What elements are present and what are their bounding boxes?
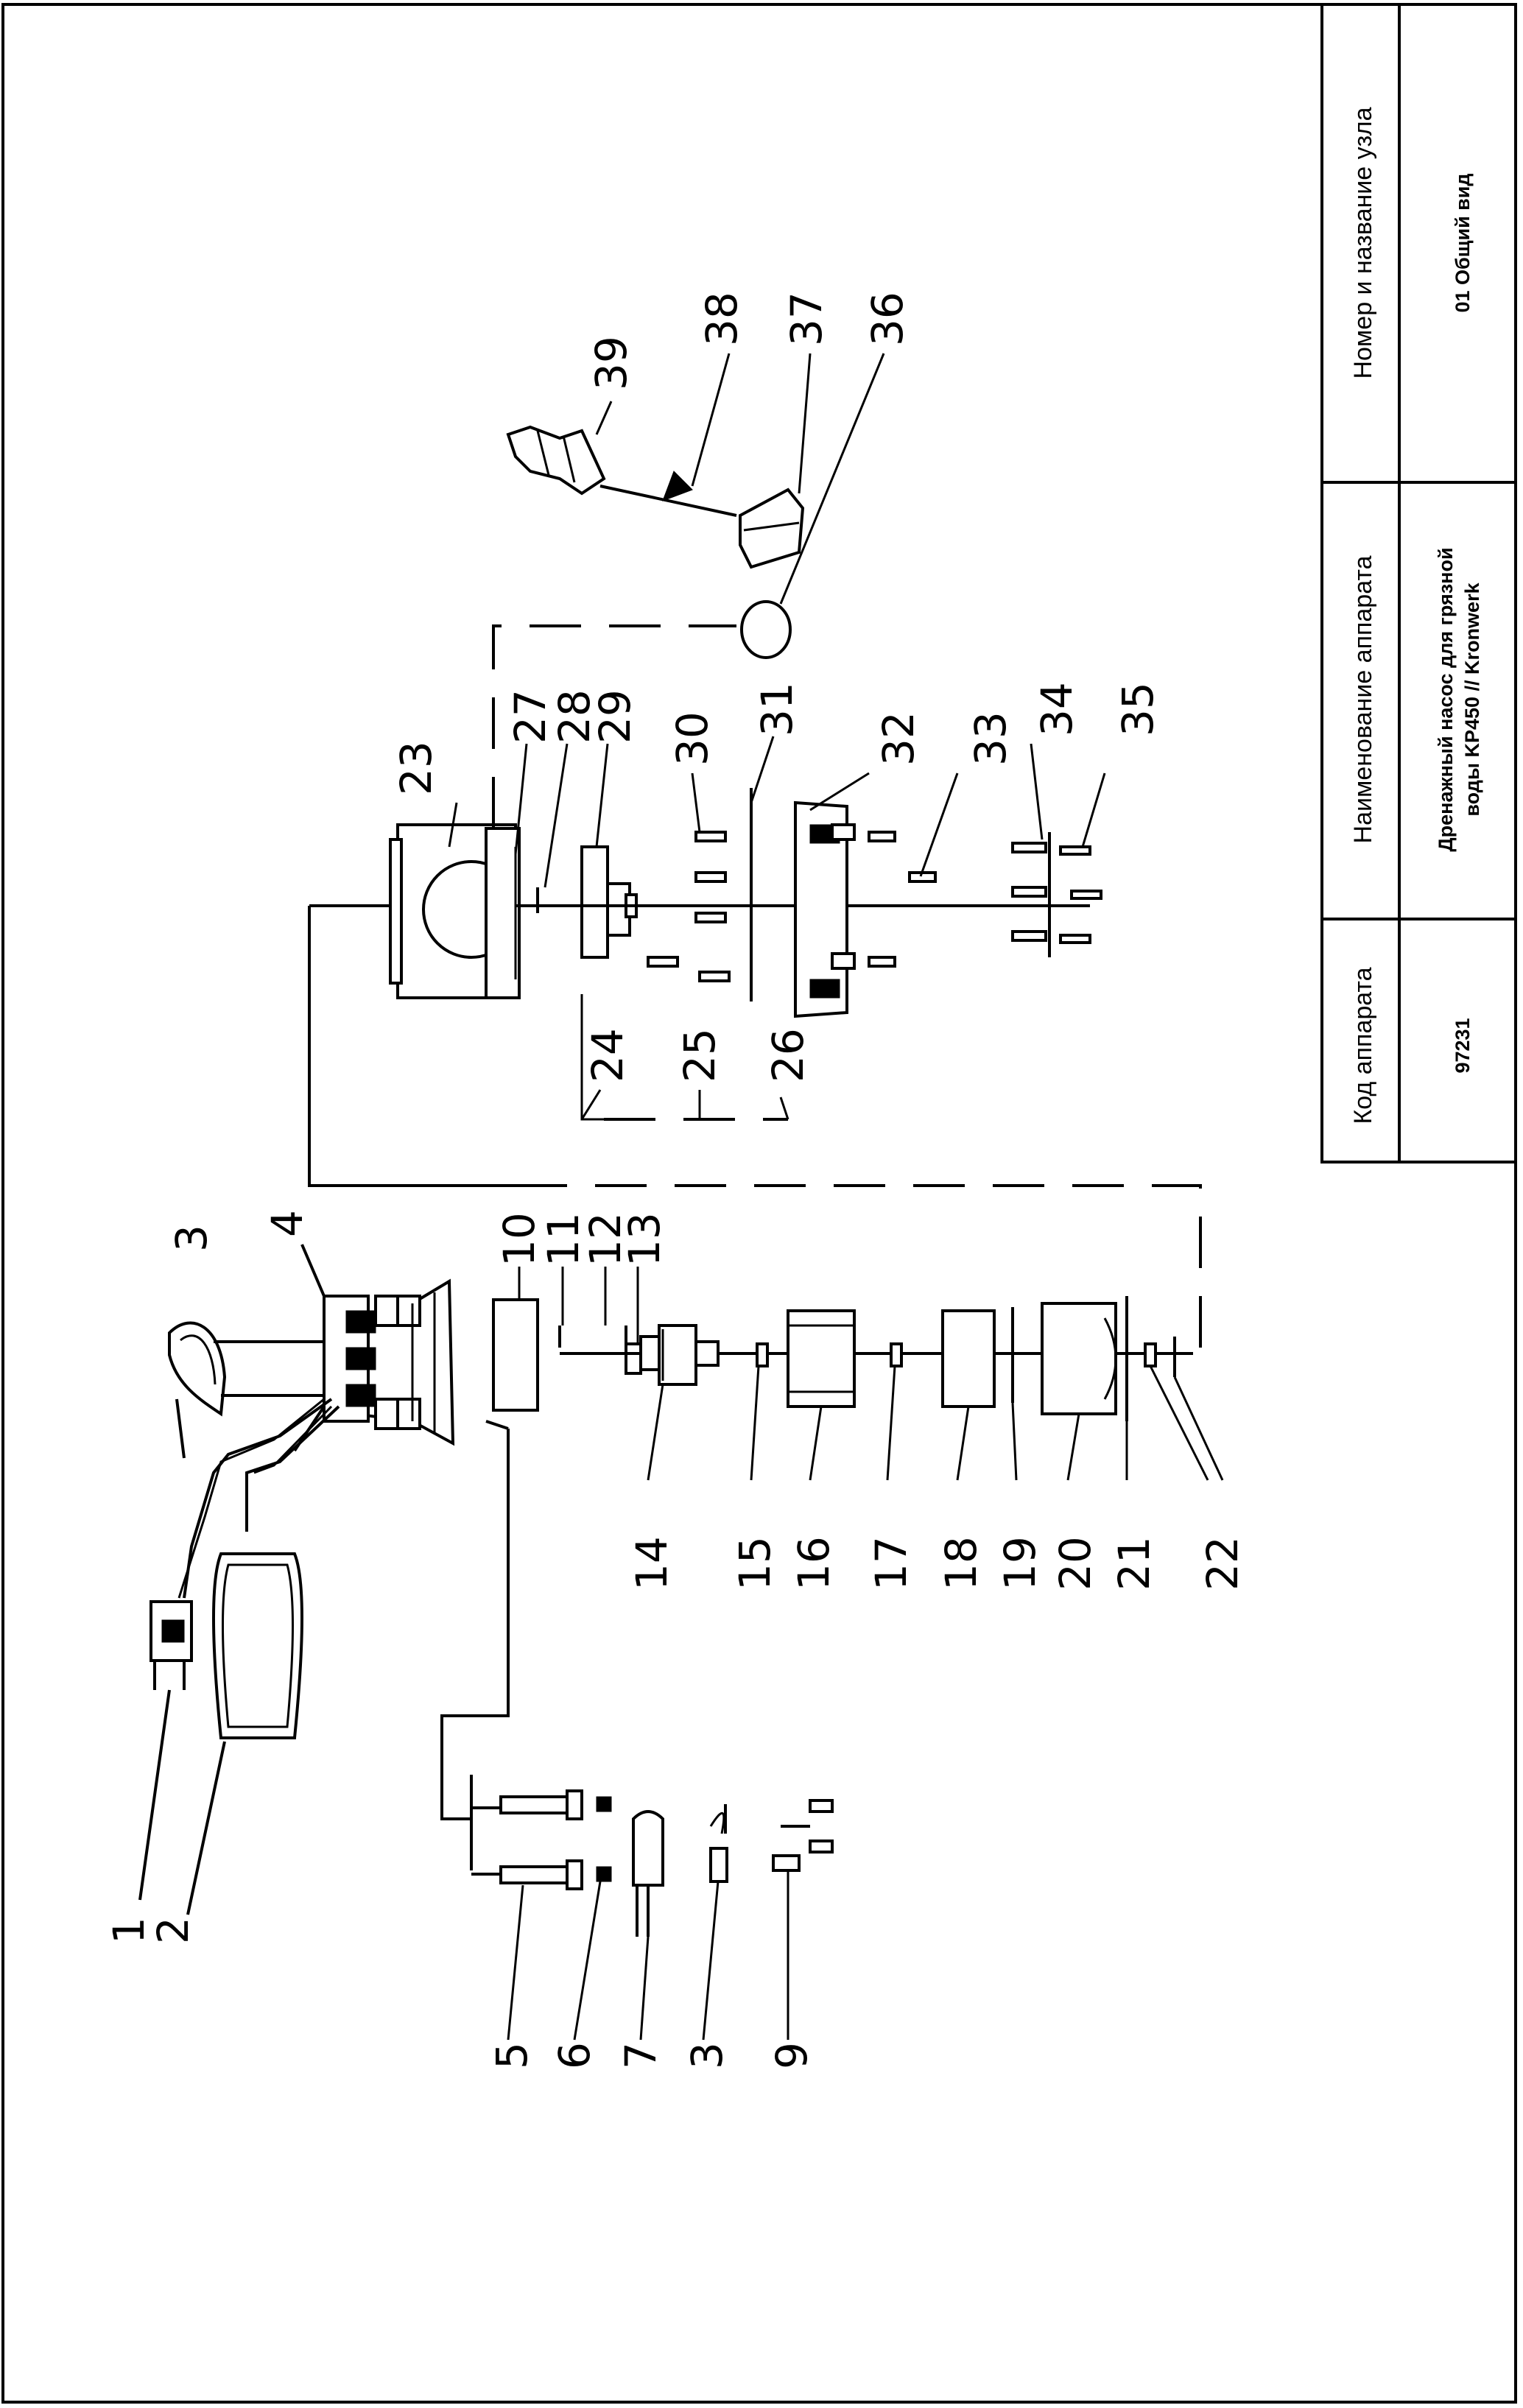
outlet-assembly: [492, 353, 885, 828]
chamber-part-20: [1041, 1302, 1117, 1415]
impeller-part-28: [580, 845, 631, 959]
callout-22: 22: [1197, 1536, 1248, 1591]
base-part-32: [794, 800, 856, 1018]
callout-29: 29: [590, 689, 640, 744]
cover-part-18: [941, 1309, 996, 1408]
drawing-frame: [1, 3, 1517, 2404]
callout-8: 3: [682, 2042, 732, 2069]
title-block: Код аппарата 97231 Наименование аппарата…: [1320, 3, 1517, 1163]
callout-labels: 1 2 3 4 5 6 7 3 9 10 11 12 13 14 15 16 1…: [104, 292, 1248, 2069]
title-block-border: [1320, 3, 1517, 1163]
bearing-part-15: [756, 1342, 769, 1367]
bolt-part-5: [499, 1789, 583, 1890]
callout-31: 31: [752, 682, 802, 736]
float-switch-part-2: [212, 1552, 303, 1739]
callout-32: 32: [873, 711, 924, 766]
code-value: 97231: [1452, 1018, 1474, 1073]
pump-body-assembly: [309, 736, 1106, 1121]
callout-16: 16: [789, 1536, 839, 1591]
node-header: Номер и название узла: [1349, 107, 1377, 379]
pump-housing-part-23: [389, 823, 521, 999]
callout-4: 4: [262, 1210, 312, 1237]
callout-18: 18: [936, 1536, 986, 1591]
callout-11: 11: [538, 1212, 588, 1267]
housing-part-4: [323, 1278, 455, 1446]
motor-assembly: [138, 1244, 510, 1915]
callout-33: 33: [965, 711, 1016, 766]
code-header: Код аппарата: [1349, 967, 1377, 1124]
nozzle-part-39: [506, 425, 606, 496]
callout-13: 13: [619, 1212, 669, 1267]
switch-part-8: [709, 1804, 728, 1883]
washer-part-22a: [1144, 1342, 1157, 1367]
seal-part-38: [662, 471, 693, 501]
callout-36: 36: [862, 292, 912, 346]
part-13: [625, 1342, 642, 1375]
terminal-assembly: [470, 1775, 834, 2041]
callout-14: 14: [627, 1536, 677, 1591]
callout-12: 12: [580, 1212, 630, 1267]
device-name-line-1: Дренажный насос для грязной: [1435, 547, 1457, 851]
callout-21: 21: [1109, 1536, 1159, 1591]
callout-38: 38: [697, 292, 747, 346]
callout-2: 2: [148, 1917, 198, 1944]
connector-line-dashed: [516, 1184, 1202, 1353]
device-name-line-2: воды KP450 // Kronwerk: [1461, 582, 1483, 816]
washer-part-6: [596, 1796, 612, 1882]
bearing-part-17: [890, 1342, 903, 1367]
motor-internals: [492, 1267, 1224, 1481]
device-name-header: Наименование аппарата: [1349, 555, 1377, 843]
float-cable: [245, 1405, 340, 1532]
screws-part-9: [772, 1799, 834, 1872]
rotor-part-14: [639, 1324, 720, 1386]
callout-15: 15: [730, 1536, 780, 1591]
screws-part-30: [647, 831, 731, 982]
callout-5: 5: [487, 2042, 537, 2069]
plug-part-1: [150, 1600, 193, 1690]
capacitor-part-7: [632, 1810, 664, 1937]
callout-27: 27: [505, 689, 555, 744]
callout-26: 26: [763, 1028, 813, 1082]
callout-7: 7: [616, 2042, 666, 2069]
callout-23: 23: [391, 741, 441, 795]
callout-39: 39: [586, 336, 636, 390]
callout-24: 24: [583, 1028, 633, 1082]
callout-35: 35: [1113, 682, 1163, 736]
stator-part-16: [787, 1309, 856, 1408]
callout-1: 1: [104, 1917, 154, 1944]
outlet-connector-line: [492, 624, 736, 828]
callout-6: 6: [549, 2042, 599, 2069]
seal-part-10: [492, 1298, 539, 1412]
callout-30: 30: [667, 711, 717, 766]
screws-part-35: [1059, 845, 1102, 944]
callout-19: 19: [995, 1536, 1045, 1591]
callout-34: 34: [1032, 682, 1082, 736]
elbow-part-37: [739, 487, 805, 569]
callout-17: 17: [866, 1536, 916, 1591]
handle-part-3: [168, 1321, 227, 1417]
screws-part-33: [868, 831, 937, 968]
callout-28: 28: [549, 689, 599, 744]
callout-10: 10: [494, 1212, 544, 1267]
connector-line-left: [308, 906, 516, 1187]
callout-20: 20: [1050, 1536, 1100, 1591]
foot-part-34: [1011, 832, 1051, 957]
node-value: 01 Общий вид: [1452, 173, 1474, 312]
callout-37: 37: [781, 292, 831, 346]
oring-part-36: [740, 600, 792, 659]
callout-25: 25: [675, 1028, 725, 1082]
callout-9: 9: [767, 2042, 817, 2069]
callout-3-handle: 3: [166, 1225, 217, 1252]
